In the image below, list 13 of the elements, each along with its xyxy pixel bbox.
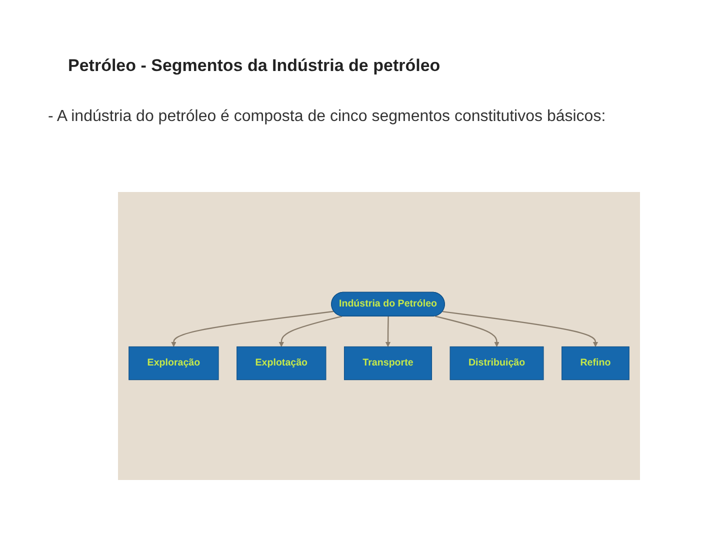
- arrow: [385, 316, 391, 347]
- node-box: [344, 346, 432, 380]
- body-text: - A indústria do petróleo é composta de cinco segmentos constitutivos básicos:: [48, 108, 607, 126]
- diagram-background: Indústria do Petróleo Exploração Explotação Transporte Distribuição Refino: [118, 192, 640, 480]
- node-box: [236, 346, 326, 380]
- slide-title: Petróleo - Segmentos da Indústria de petróleo: [68, 56, 440, 76]
- arrow: [278, 316, 342, 347]
- arrow: [435, 316, 500, 347]
- arrow: [171, 310, 334, 347]
- node-box: [450, 346, 544, 380]
- node-box: [128, 346, 219, 380]
- node-box: [562, 346, 630, 380]
- arrow: [442, 310, 598, 347]
